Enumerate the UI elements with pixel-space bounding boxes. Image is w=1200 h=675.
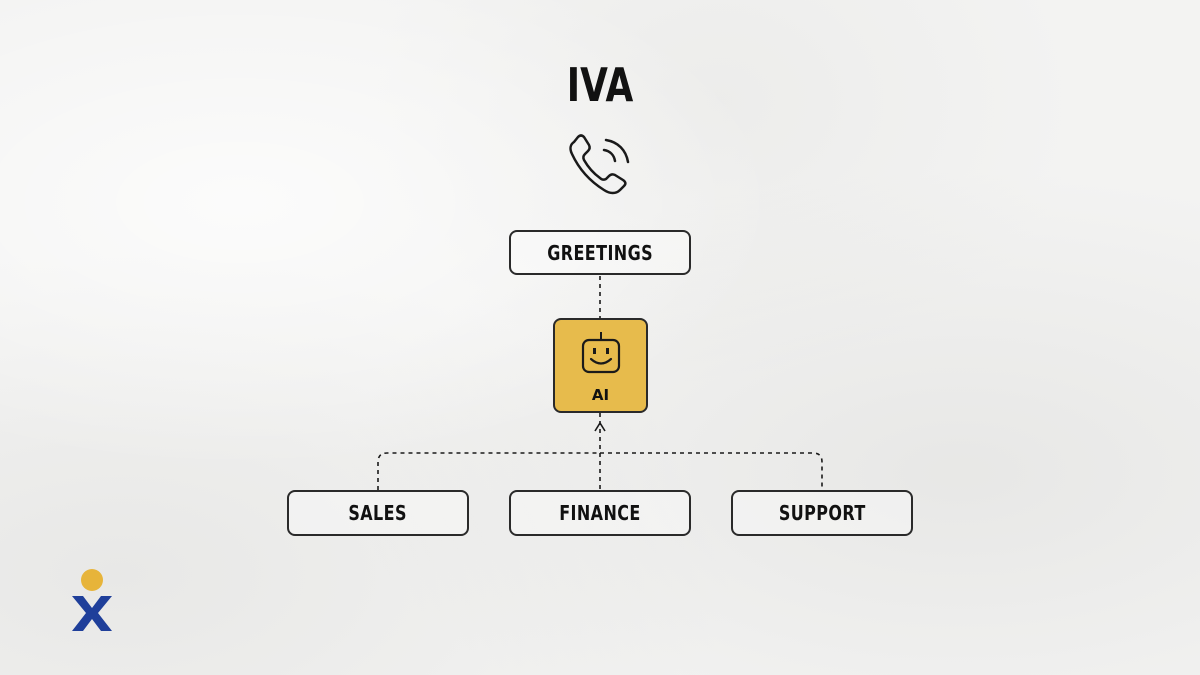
support-node: SUPPORT xyxy=(731,490,913,536)
connector-branch-right xyxy=(600,452,823,490)
diagram-title: IVA xyxy=(566,58,634,112)
sales-label: SALES xyxy=(348,501,408,525)
arrowhead-ai xyxy=(594,421,606,432)
ai-node: AI xyxy=(553,318,648,413)
greetings-label: GREETINGS xyxy=(547,240,653,265)
robot-icon xyxy=(581,332,621,374)
connector-branch-left xyxy=(377,452,600,490)
finance-label: FINANCE xyxy=(559,501,641,525)
phone-icon xyxy=(569,134,630,195)
support-label: SUPPORT xyxy=(778,501,866,525)
ai-label: AI xyxy=(591,386,610,404)
logo-icon xyxy=(72,569,112,631)
finance-node: FINANCE xyxy=(509,490,691,536)
sales-node: SALES xyxy=(287,490,469,536)
greetings-node: GREETINGS xyxy=(509,230,691,275)
